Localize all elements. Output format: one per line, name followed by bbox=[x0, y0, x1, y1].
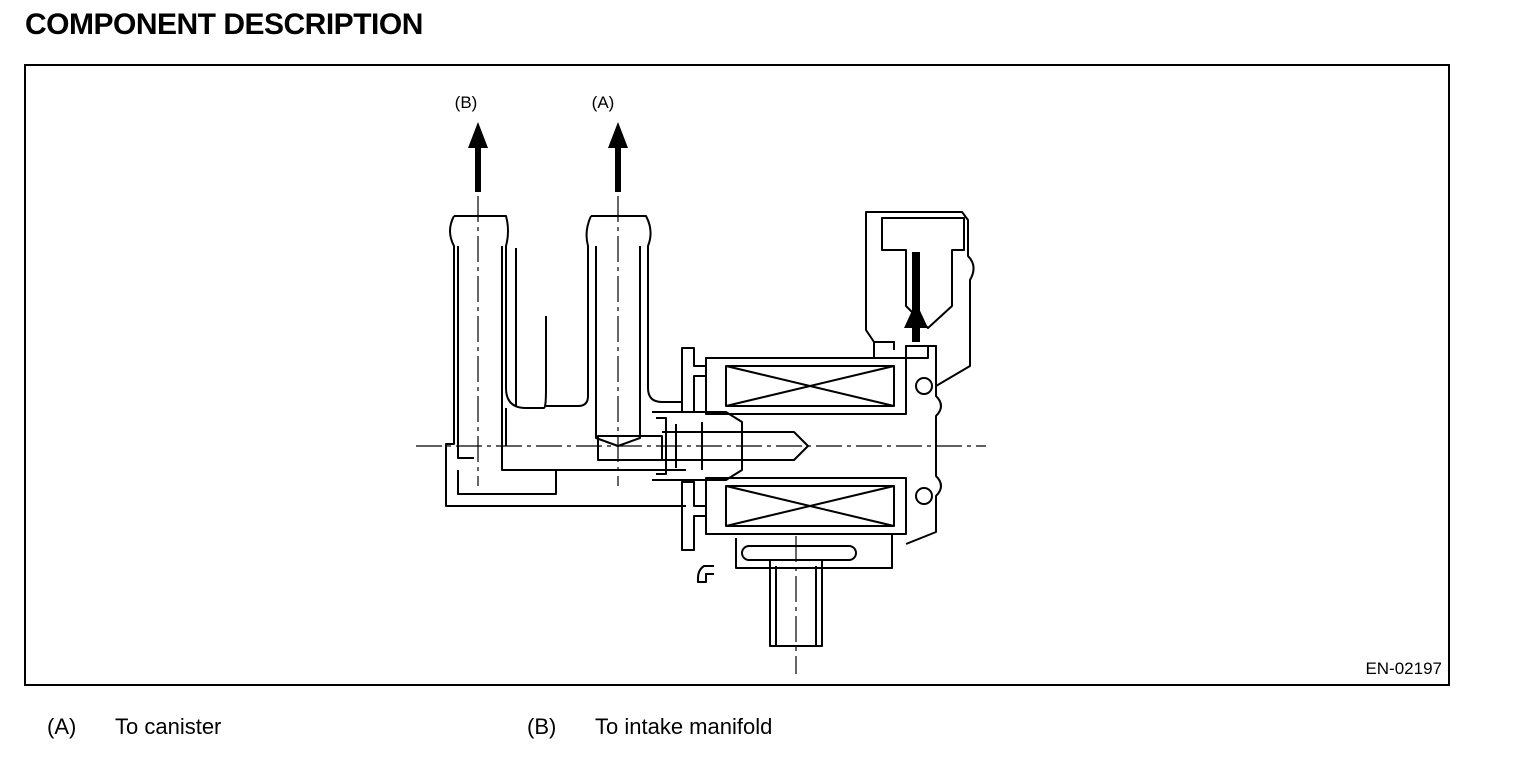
connector-terminal bbox=[904, 252, 928, 342]
pipe-b-housing bbox=[454, 215, 547, 409]
flow-arrow-b bbox=[468, 122, 488, 192]
purge-solenoid-diagram: (B) (A) bbox=[416, 93, 986, 674]
flow-arrow-a bbox=[608, 122, 628, 192]
body-flange bbox=[681, 347, 707, 413]
port-label-b: (B) bbox=[455, 93, 478, 112]
legend-item-a: (A) To canister bbox=[47, 714, 221, 740]
legend-text: To intake manifold bbox=[595, 714, 773, 739]
legend-key: (B) bbox=[527, 714, 557, 739]
mounting-bracket bbox=[706, 533, 893, 569]
figure-code: EN-02197 bbox=[1365, 659, 1442, 678]
legend-item-b: (B) To intake manifold bbox=[527, 714, 772, 740]
solenoid-coil-upper bbox=[705, 357, 907, 415]
end-cap bbox=[905, 345, 942, 545]
connector-housing bbox=[865, 211, 975, 387]
lower-nipple bbox=[769, 560, 823, 647]
legend-text: To canister bbox=[115, 714, 222, 739]
solenoid-coil-lower bbox=[705, 477, 907, 535]
pipe-a-housing bbox=[591, 215, 682, 403]
diagram-frame: (B) (A) bbox=[24, 64, 1450, 686]
page-title: COMPONENT DESCRIPTION bbox=[25, 8, 423, 41]
port-label-a: (A) bbox=[592, 93, 615, 112]
plunger bbox=[597, 435, 663, 461]
legend-key: (A) bbox=[47, 714, 77, 739]
